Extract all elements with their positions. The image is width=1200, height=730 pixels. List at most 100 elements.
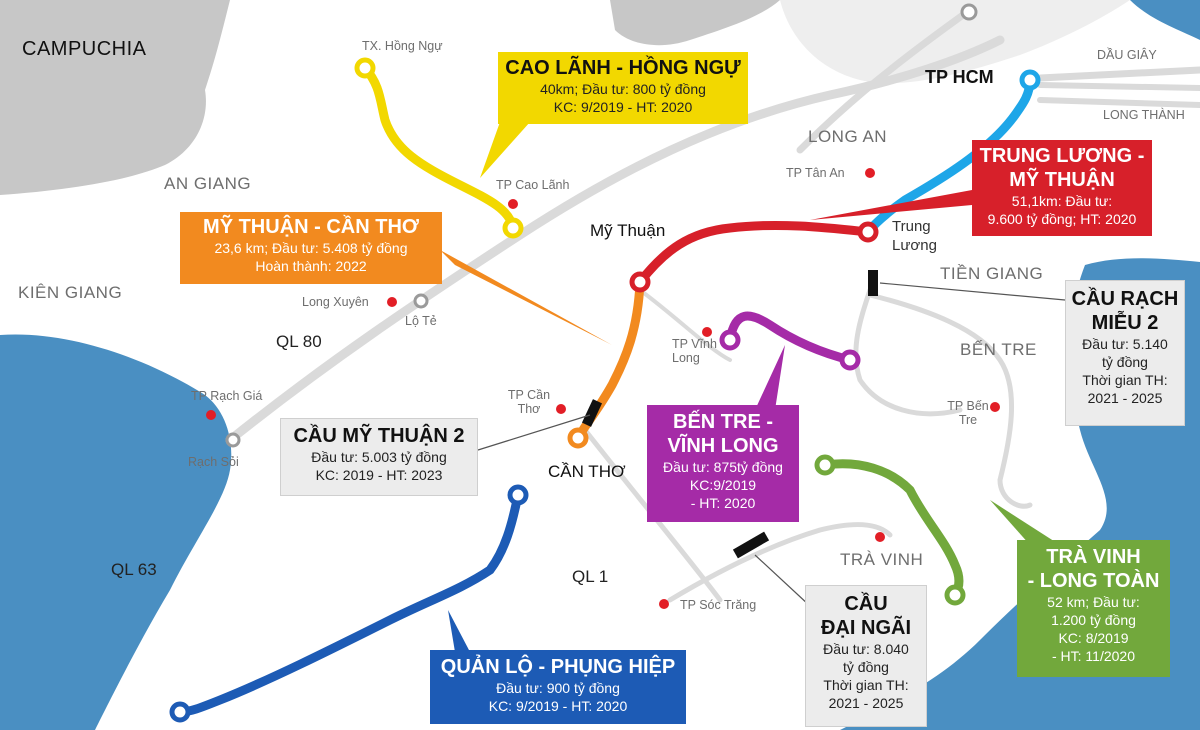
city-dots	[206, 168, 1000, 609]
endpoint-phung-hiep	[169, 701, 191, 723]
tvlt-title2: - LONG TOÀN	[1027, 570, 1160, 592]
leader-ben-tre-vl	[755, 345, 785, 410]
endpoint-quan-lo	[507, 484, 529, 506]
dot-tra-vinh	[875, 532, 885, 542]
bridge-rach-mieu-2-mark	[868, 270, 878, 296]
road-hcm-east	[1037, 82, 1200, 91]
endpoint-cao-lanh	[502, 217, 524, 239]
callout-tra-vinh-long-toan: TRÀ VINH - LONG TOÀN 52 km; Đầu tư: 1.20…	[1017, 540, 1170, 677]
bridge-my-thuan-2-mark	[581, 399, 603, 427]
place-tp-cao-lanh: TP Cao Lãnh	[496, 178, 570, 192]
bridge-dai-ngai-mark	[732, 531, 770, 559]
tvlt-title1: TRÀ VINH	[1046, 546, 1141, 568]
land-shade-east	[780, 0, 1130, 84]
dot-vinh-long	[702, 327, 712, 337]
crm2-line4: 2021 - 2025	[1087, 390, 1163, 406]
callout-quan-lo-phung-hiep: QUẢN LỘ - PHỤNG HIỆP Đầu tư: 900 tỷ đồng…	[430, 650, 686, 724]
tvlt-line2: 1.200 tỷ đồng	[1051, 612, 1136, 628]
place-tp-tan-an: TP Tân An	[786, 166, 845, 180]
place-tp-vinh-long: TP Vĩnh Long	[672, 337, 717, 365]
place-long-xuyen: Long Xuyên	[302, 295, 369, 309]
cmt2-line1: Đầu tư: 5.003 tỷ đồng	[311, 449, 447, 465]
region-tra-vinh: TRÀ VINH	[840, 550, 924, 569]
dot-rach-gia	[206, 410, 216, 420]
leader-my-thuan-2	[477, 414, 591, 451]
crm2-line2: tỷ đồng	[1102, 354, 1148, 370]
callout-cau-my-thuan-2: CẦU MỸ THUẬN 2 Đầu tư: 5.003 tỷ đồng KC:…	[280, 418, 478, 496]
region-tien-giang: TIỀN GIANG	[940, 264, 1044, 283]
node-rach-soi	[225, 432, 241, 448]
btvl-line3: - HT: 2020	[690, 495, 756, 511]
leader-tra-vinh	[990, 500, 1060, 545]
gray-nodes	[225, 3, 978, 448]
leaders	[440, 122, 1066, 652]
cdn-title1: CẦU	[844, 593, 888, 615]
crm2-line1: Đầu tư: 5.140	[1082, 336, 1168, 352]
place-tp-soc-trang: TP Sóc Trăng	[680, 598, 757, 612]
place-rach-soi: Rạch Sỏi	[188, 455, 239, 469]
node-lo-te	[413, 293, 429, 309]
endpoint-ben-tre-east	[839, 349, 861, 371]
crm2-title1: CẦU RẠCH	[1071, 288, 1179, 310]
dot-cao-lanh	[508, 199, 518, 209]
road-ben-tre	[853, 287, 963, 417]
place-lo-te: Lộ Tẻ	[405, 314, 437, 328]
endpoint-my-thuan	[629, 271, 651, 293]
cambodia-area-north	[610, 0, 780, 46]
place-tp-hcm: TP HCM	[925, 67, 994, 87]
cdn-line4: 2021 - 2025	[828, 695, 904, 711]
leader-dai-ngai	[754, 554, 811, 607]
place-can-tho: CẦN THƠ	[548, 462, 626, 481]
cao-lanh-title: CAO LÃNH - HỒNG NGỰ	[505, 57, 741, 79]
node-north	[960, 3, 978, 21]
endpoint-trung-luong	[857, 221, 879, 243]
road-north	[796, 6, 974, 154]
dot-ben-tre	[990, 402, 1000, 412]
dot-tan-an	[865, 168, 875, 178]
road-label-ql1: QL 1	[572, 567, 609, 586]
leader-cao-lanh	[480, 122, 530, 178]
dot-soc-trang	[659, 599, 669, 609]
region-long-an: LONG AN	[808, 127, 888, 146]
leader-trung-luong	[810, 190, 972, 220]
tlmt-line2: 9.600 tỷ đồng; HT: 2020	[987, 211, 1137, 227]
btvl-title1: BẾN TRE -	[673, 411, 773, 433]
place-tx-hong-ngu: TX. Hồng Ngự	[362, 39, 443, 53]
btvl-line2: KC:9/2019	[689, 477, 757, 493]
qlph-line2: KC: 9/2019 - HT: 2020	[488, 698, 628, 714]
btvl-title2: VĨNH LONG	[667, 435, 779, 457]
callout-my-thuan-can-tho: MỸ THUẬN - CẦN THƠ 23,6 km; Đầu tư: 5.40…	[180, 212, 442, 284]
cao-lanh-line1: 40km; Đầu tư: 800 tỷ đồng	[540, 81, 706, 97]
place-my-thuan: Mỹ Thuận	[590, 221, 666, 240]
region-ben-tre: BẾN TRE	[960, 340, 1037, 359]
tlmt-title1: TRUNG LƯƠNG -	[979, 145, 1145, 167]
place-trung-luong: Trung Lương	[892, 218, 937, 254]
leader-my-thuan-can-tho	[440, 250, 612, 345]
region-kien-giang: KIÊN GIANG	[18, 283, 123, 302]
cmt2-line2: KC: 2019 - HT: 2023	[315, 467, 443, 483]
route-ben-tre-vinh-long	[725, 311, 855, 365]
tlmt-line1: 51,1km: Đầu tư:	[1011, 193, 1113, 209]
cdn-title2: ĐẠI NGÃI	[821, 617, 911, 639]
sea-gulf-west	[0, 334, 232, 730]
road-network	[225, 6, 1200, 603]
road-ql1	[582, 427, 723, 603]
route-trung-luong-my-thuan	[635, 220, 873, 287]
callout-cau-dai-ngai: CẦU ĐẠI NGÃI Đầu tư: 8.040 tỷ đồng Thời …	[805, 585, 927, 727]
road-main-diagonal	[225, 35, 1005, 445]
leader-rach-mieu-2	[879, 282, 1066, 301]
place-dau-giay: DẦU GIÂY	[1097, 48, 1157, 62]
tvlt-line3: KC: 8/2019	[1058, 630, 1129, 646]
endpoint-tra-vinh	[814, 454, 836, 476]
mtct-line1: 23,6 km; Đầu tư: 5.408 tỷ đồng	[214, 240, 408, 256]
route-tra-vinh-long-toan	[820, 459, 964, 600]
qlph-line1: Đầu tư: 900 tỷ đồng	[496, 680, 620, 696]
tvlt-line1: 52 km; Đầu tư:	[1047, 594, 1140, 610]
route-quan-lo-phung-hiep	[175, 490, 523, 717]
dot-can-tho	[556, 404, 566, 414]
btvl-line1: Đầu tư: 875tỷ đồng	[663, 459, 783, 475]
callout-trung-luong-my-thuan: TRUNG LƯƠNG - MỸ THUẬN 51,1km: Đầu tư: 9…	[972, 140, 1152, 236]
cdn-line1: Đầu tư: 8.040	[823, 641, 909, 657]
endpoint-vinh-long	[719, 329, 741, 351]
